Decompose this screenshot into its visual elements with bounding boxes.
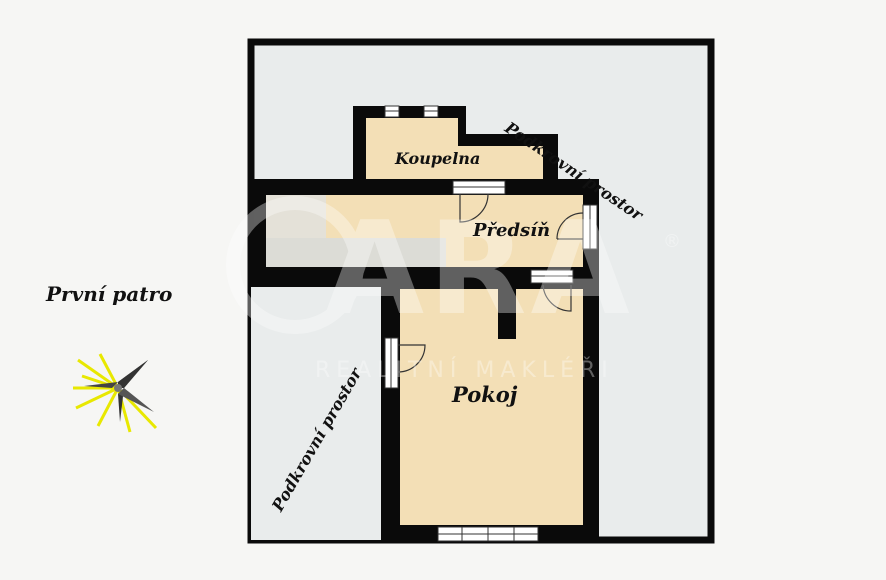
- room-door-swing: [542, 284, 572, 312]
- stairs: [266, 238, 446, 267]
- room-label-pokoj: Pokoj: [452, 382, 518, 407]
- bathroom-floor: [366, 118, 543, 180]
- compass-star-icon: [73, 353, 158, 433]
- room-floor: [400, 289, 583, 525]
- attic-left-wall: [251, 287, 383, 540]
- bathroom-door-swing: [459, 193, 489, 223]
- hallway-window-swing: [556, 212, 584, 240]
- wall-stub: [498, 287, 516, 339]
- room-label-koupelna: Koupelna: [395, 149, 481, 168]
- attic-door-swing: [397, 344, 426, 373]
- floor-label: První patro: [46, 282, 173, 306]
- room-label-predsin: Předsíň: [473, 220, 551, 241]
